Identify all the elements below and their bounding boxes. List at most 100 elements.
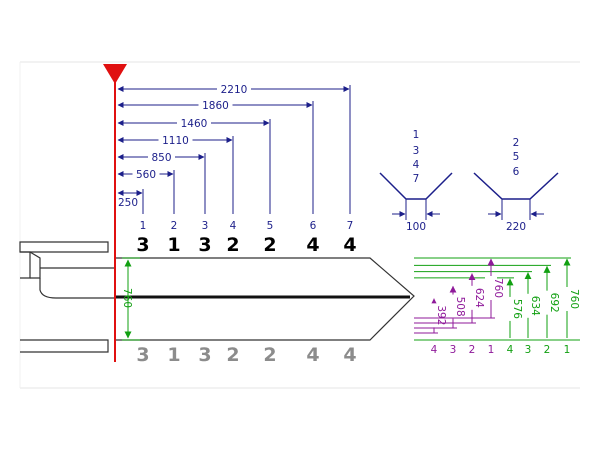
label-backdrop <box>541 290 553 315</box>
green-depth-cut: 1 <box>564 344 571 356</box>
top-dimension-7: 2210 7 <box>117 82 354 232</box>
distance-label: 2210 <box>221 84 248 96</box>
label-backdrop <box>158 133 193 146</box>
purple-depth-value: 392 <box>435 305 447 325</box>
profile-left-label-2: 3 <box>413 145 420 157</box>
key-shoulder-bottom <box>20 339 109 353</box>
top-dimension-3: 850 3 <box>117 150 209 232</box>
distance-label: 850 <box>151 152 171 164</box>
key-bow-left <box>20 251 31 279</box>
profile-right-shape <box>473 172 559 200</box>
label-backdrop <box>504 296 516 321</box>
green-depth-3: 634 3 <box>414 271 541 356</box>
position-label: 6 <box>310 220 317 232</box>
key-shoulder-top <box>19 241 109 253</box>
top-dimension-5: 1460 5 <box>117 116 274 232</box>
label-backdrop <box>177 116 211 129</box>
bottom-cut-code: 2 <box>263 344 276 366</box>
purple-depth-value: 760 <box>492 278 504 298</box>
green-depth-value: 760 <box>568 289 580 309</box>
label-backdrop <box>198 98 233 111</box>
distance-label: 1860 <box>202 100 229 112</box>
purple-depth-3: 508 3 <box>414 285 466 356</box>
top-dimension-6: 1860 6 <box>117 98 317 232</box>
bottom-cut-code: 3 <box>198 344 211 366</box>
top-cut-code: 1 <box>167 234 180 256</box>
depth-dimension-group: 576 4 634 3 692 2 760 1 392 4 508 3 624 2 760 1 <box>414 257 580 356</box>
bottom-cut-code: 4 <box>343 344 356 366</box>
top-dimension-2: 560 2 <box>117 167 178 232</box>
profile-left-label-4: 7 <box>413 173 420 185</box>
profile-left-shape <box>379 172 453 200</box>
key-bow-lower <box>39 278 116 299</box>
top-cut-code: 4 <box>343 234 356 256</box>
profile-left-width: 100 <box>406 221 426 233</box>
top-cut-code: 3 <box>136 234 149 256</box>
position-label: 4 <box>230 220 237 232</box>
label-backdrop <box>447 294 459 319</box>
bottom-cut-code: 3 <box>136 344 149 366</box>
distance-label: 250 <box>118 197 138 209</box>
label-backdrop <box>132 167 160 180</box>
distance-label: 560 <box>136 169 156 181</box>
green-depth-2: 692 2 <box>414 264 560 356</box>
label-backdrop <box>466 285 478 310</box>
green-depth-value: 692 <box>548 293 560 313</box>
blade-height-value: 760 <box>121 288 133 308</box>
profile-right-label-1: 2 <box>513 137 520 149</box>
purple-depth-cut: 1 <box>488 344 495 356</box>
top-cut-code: 2 <box>263 234 276 256</box>
purple-depth-4: 392 4 <box>414 298 447 356</box>
bottom-cut-code: 1 <box>167 344 180 366</box>
distance-label: 1110 <box>162 135 189 147</box>
label-backdrop <box>148 150 175 163</box>
profile-left: 1 3 4 7 100 <box>379 129 453 233</box>
top-dimension-4: 1110 4 <box>117 133 237 232</box>
position-label: 1 <box>140 220 147 232</box>
key-bow-step <box>29 251 41 279</box>
profile-right-label-3: 6 <box>513 166 520 178</box>
green-depth-cut: 2 <box>544 344 551 356</box>
green-depth-cut: 3 <box>525 344 532 356</box>
bottom-cut-code: 4 <box>306 344 319 366</box>
top-cut-code: 3 <box>198 234 211 256</box>
distance-label: 1460 <box>181 118 208 130</box>
green-depth-cut: 4 <box>507 344 514 356</box>
green-depth-value: 576 <box>511 299 523 319</box>
green-depth-value: 634 <box>529 296 541 316</box>
top-cut-code: 2 <box>226 234 239 256</box>
label-backdrop <box>522 293 534 318</box>
green-depth-1: 760 1 <box>414 257 580 356</box>
position-label: 5 <box>267 220 274 232</box>
purple-depth-value: 508 <box>454 297 466 317</box>
position-label: 7 <box>347 220 354 232</box>
purple-depth-2: 624 2 <box>414 273 485 356</box>
profile-right: 2 5 6 220 <box>473 137 559 233</box>
purple-depth-cut: 4 <box>431 344 438 356</box>
shoulder-reference-marker-icon <box>103 64 127 84</box>
position-label: 2 <box>171 220 178 232</box>
label-backdrop <box>217 82 251 95</box>
purple-depth-cut: 2 <box>469 344 476 356</box>
key-blade-outline <box>116 257 415 341</box>
profile-right-width: 220 <box>506 221 526 233</box>
profile-left-label-1: 1 <box>413 129 420 141</box>
top-cut-code: 4 <box>306 234 319 256</box>
position-label: 3 <box>202 220 209 232</box>
green-depth-4: 576 4 <box>414 277 523 356</box>
label-backdrop <box>428 303 440 328</box>
profile-left-label-3: 4 <box>413 159 420 171</box>
label-backdrop <box>561 287 573 311</box>
purple-depth-1: 760 1 <box>414 258 504 356</box>
purple-depth-value: 624 <box>473 288 485 308</box>
purple-depth-cut: 3 <box>450 344 457 356</box>
label-backdrop <box>485 276 497 300</box>
profile-right-label-2: 5 <box>513 151 520 163</box>
blade-height-dimension: 760 <box>121 257 140 341</box>
